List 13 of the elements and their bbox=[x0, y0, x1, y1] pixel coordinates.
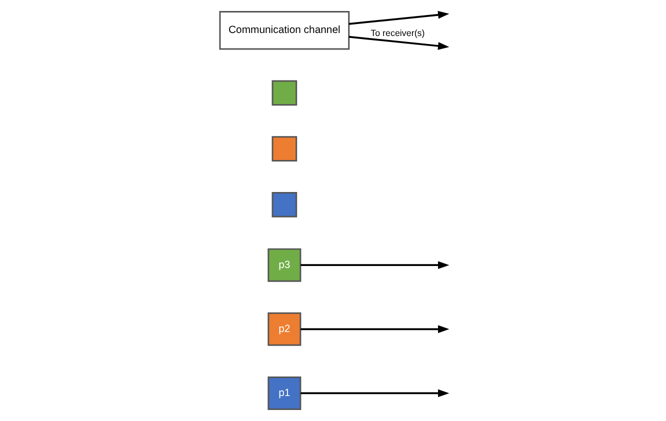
edge-label: To receiver(s) bbox=[370, 28, 424, 38]
node-box: p3 bbox=[267, 248, 301, 282]
arrow bbox=[300, 261, 449, 269]
arrow bbox=[348, 36, 449, 50]
node-box bbox=[271, 192, 297, 218]
node-box bbox=[271, 136, 297, 162]
node-box: p1 bbox=[267, 376, 301, 410]
node-box: Communication channel bbox=[218, 11, 350, 50]
arrow bbox=[300, 325, 449, 334]
node-box: p2 bbox=[267, 312, 301, 346]
arrow bbox=[348, 10, 449, 25]
node-box bbox=[271, 80, 297, 106]
arrow bbox=[300, 389, 449, 398]
